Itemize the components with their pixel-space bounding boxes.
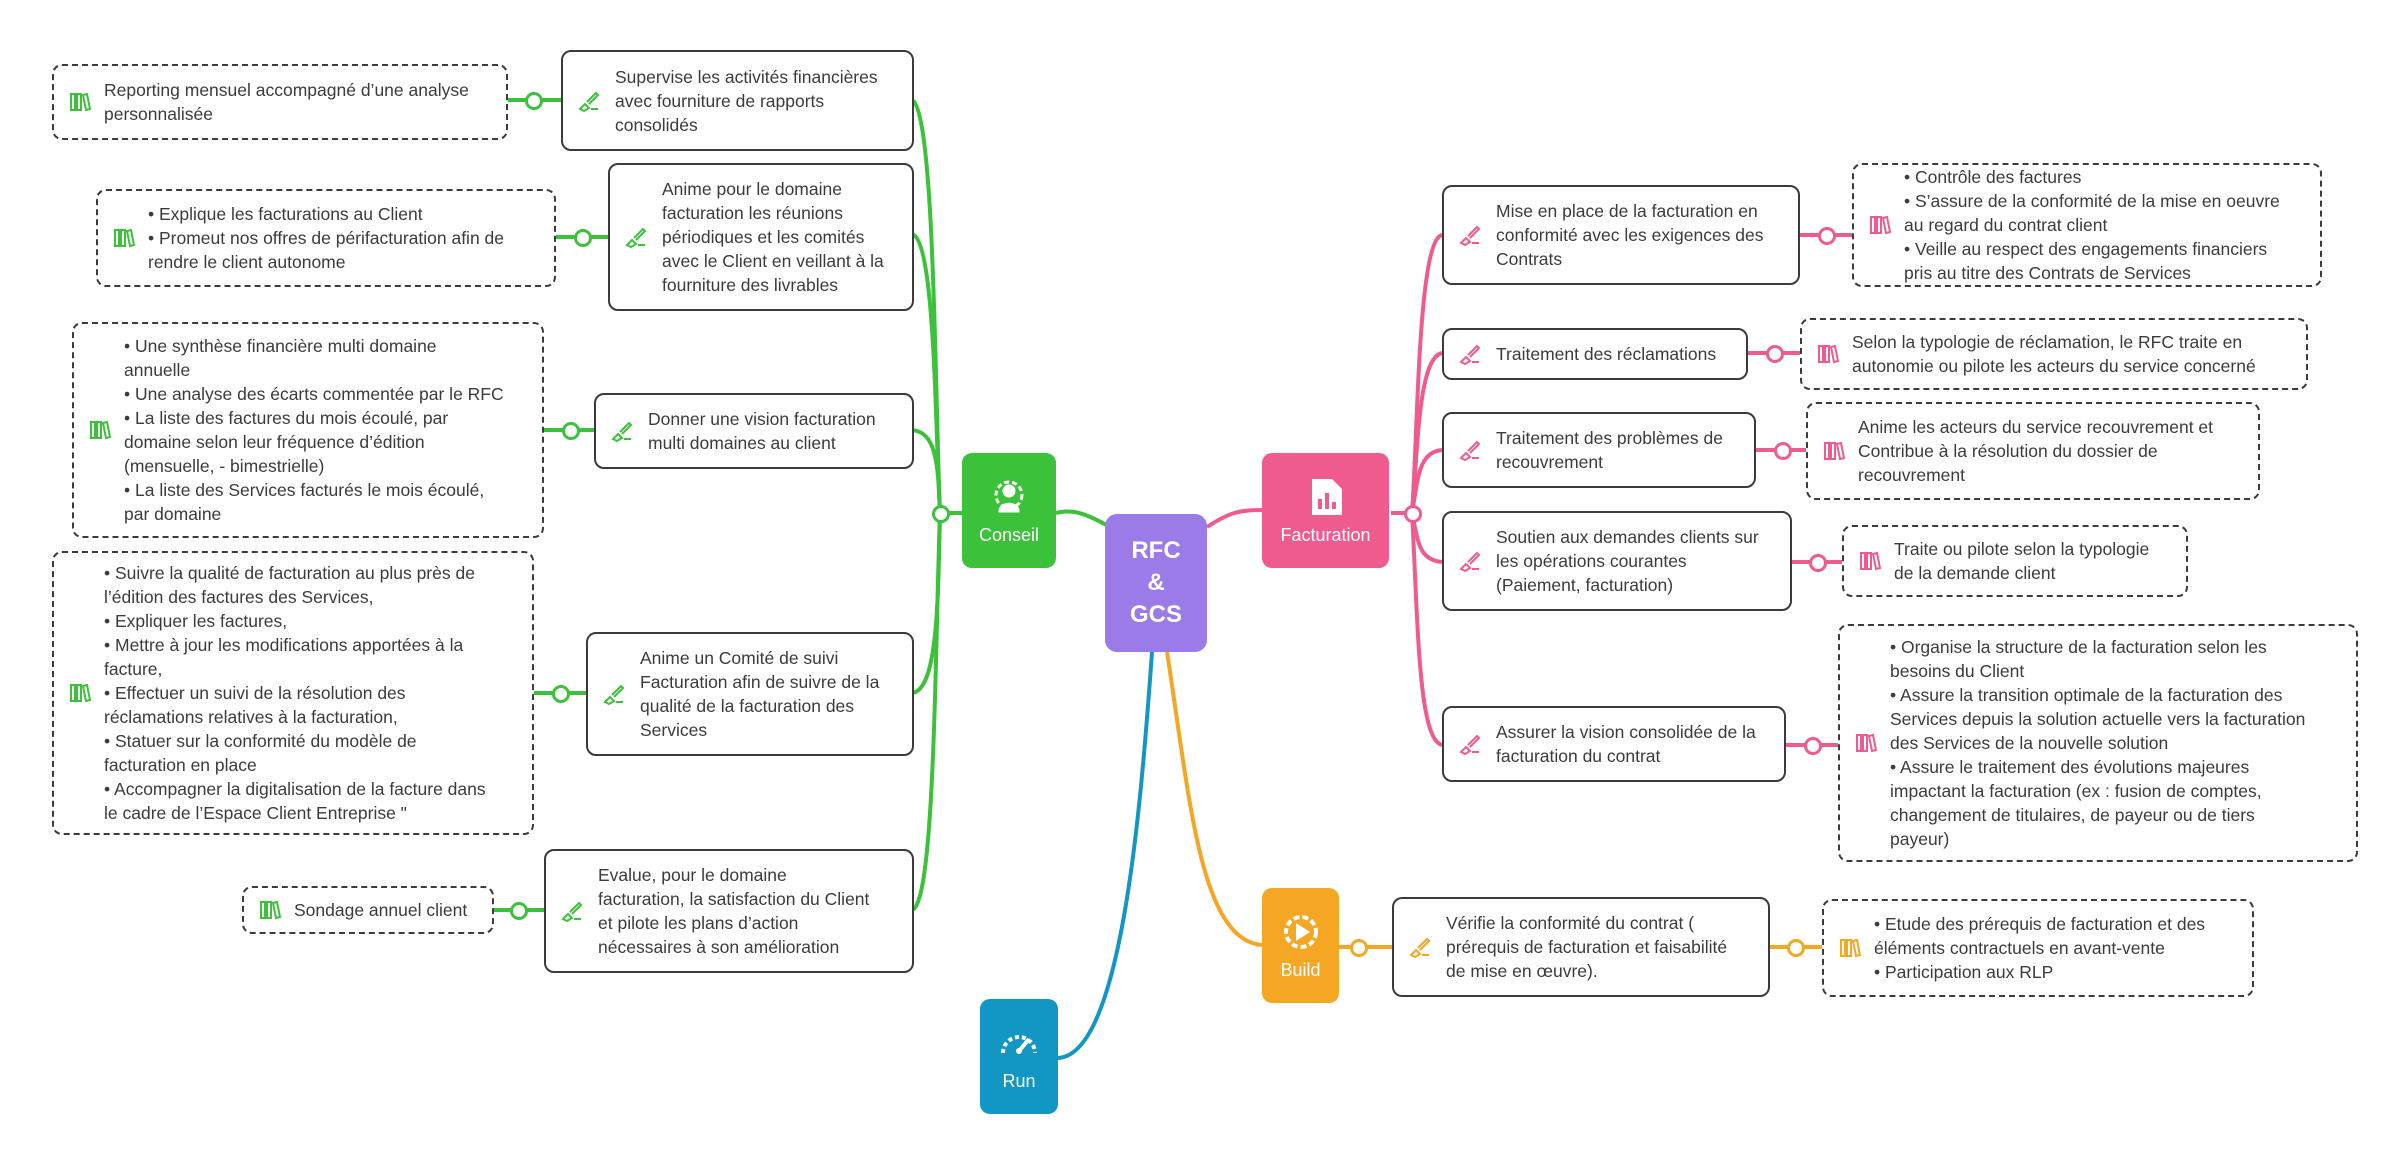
hand-pen-icon	[578, 91, 600, 112]
category-conseil-label: Conseil	[978, 525, 1040, 545]
central-topic-line2: &	[1147, 569, 1165, 596]
hand-pen-icon	[1459, 440, 1481, 462]
conseil-detail-3-text: • Une synthèse financière multi domaine …	[124, 336, 504, 524]
facturation-task-3-text: Traitement des problèmes de recouvrement	[1496, 428, 1723, 472]
category-facturation[interactable]: Facturation	[1262, 453, 1389, 568]
conseil-detail-3[interactable]: • Une synthèse financière multi domaine …	[72, 322, 544, 538]
conseil-detail-knob-1[interactable]	[525, 92, 543, 110]
conseil-task-3-text: Donner une vision facturation multi doma…	[648, 409, 876, 453]
central-topic-line1: RFC	[1131, 537, 1181, 564]
facturation-detail-knob-3[interactable]	[1774, 442, 1792, 460]
conseil-task-4[interactable]: Anime un Comité de suivi Facturation afi…	[586, 632, 914, 756]
conseil-detail-5[interactable]: Sondage annuel client	[242, 886, 494, 934]
hand-pen-icon	[1409, 937, 1431, 959]
category-facturation-label: Facturation	[1280, 525, 1371, 545]
build-detail-1-text: • Etude des prérequis de facturation et …	[1874, 914, 2206, 982]
facturation-detail-5[interactable]: • Organise la structure de la facturatio…	[1838, 624, 2358, 862]
facturation-detail-knob-5[interactable]	[1804, 737, 1822, 755]
conseil-detail-5-text: Sondage annuel client	[294, 900, 468, 920]
books-icon	[70, 92, 92, 112]
conseil-task-5[interactable]: Evalue, pour le domaine facturation, la …	[544, 849, 914, 973]
facturation-detail-knob-4[interactable]	[1809, 554, 1827, 572]
facturation-detail-2-text: Selon la typologie de réclamation, le RF…	[1852, 332, 2256, 376]
facturation-task-2-text: Traitement des réclamations	[1496, 344, 1717, 364]
category-conseil[interactable]: Conseil	[962, 453, 1056, 568]
conseil-detail-4[interactable]: • Suivre la qualité de facturation au pl…	[52, 551, 534, 835]
central-topic[interactable]: RFC & GCS	[1105, 514, 1207, 652]
books-icon	[1818, 344, 1840, 364]
hand-pen-icon	[1459, 551, 1481, 573]
books-icon	[1824, 441, 1846, 461]
conseil-detail-1-text: Reporting mensuel accompagné d’une analy…	[104, 80, 469, 124]
hand-pen-icon	[1459, 225, 1481, 247]
conseil-detail-2[interactable]: • Explique les facturations au Client • …	[96, 189, 556, 287]
conseil-detail-knob-5[interactable]	[510, 902, 528, 920]
books-icon	[1856, 733, 1878, 753]
conseil-hub-knob[interactable]	[932, 505, 950, 523]
books-icon	[90, 420, 112, 440]
conseil-task-5-text: Evalue, pour le domaine facturation, la …	[598, 865, 870, 957]
facturation-task-4-text: Soutien aux demandes clients sur les opé…	[1496, 527, 1759, 595]
category-run[interactable]: Run	[980, 999, 1058, 1114]
books-icon	[1840, 938, 1862, 958]
conseil-detail-1[interactable]: Reporting mensuel accompagné d’une analy…	[52, 64, 508, 140]
category-build[interactable]: Build	[1262, 888, 1339, 1003]
conseil-task-1-text: Supervise les activités financières avec…	[615, 66, 878, 135]
facturation-task-5[interactable]: Assurer la vision consolidée de la factu…	[1442, 706, 1786, 782]
user-gear-icon	[994, 480, 1024, 513]
conseil-detail-2-text: • Explique les facturations au Client • …	[148, 204, 505, 272]
hand-pen-icon	[1459, 734, 1481, 756]
conseil-task-2[interactable]: Anime pour le domaine facturation les ré…	[608, 163, 914, 311]
conseil-detail-4-text: • Suivre la qualité de facturation au pl…	[104, 563, 486, 823]
conseil-task-3[interactable]: Donner une vision facturation multi doma…	[594, 393, 914, 469]
facturation-hub-knob[interactable]	[1404, 505, 1422, 523]
hand-pen-icon	[625, 227, 647, 249]
central-topic-line3: GCS	[1129, 601, 1182, 628]
facturation-detail-5-text: • Organise la structure de la facturatio…	[1890, 637, 2306, 849]
build-detail-1[interactable]: • Etude des prérequis de facturation et …	[1822, 899, 2254, 997]
facturation-detail-2[interactable]: Selon la typologie de réclamation, le RF…	[1800, 318, 2308, 390]
hand-pen-icon	[611, 421, 633, 443]
category-run-label: Run	[1002, 1071, 1036, 1091]
hand-pen-icon	[603, 684, 625, 706]
facturation-detail-3[interactable]: Anime les acteurs du service recouvremen…	[1806, 402, 2260, 500]
conseil-task-1[interactable]: Supervise les activités financières avec…	[561, 50, 914, 151]
conseil-task-4-text: Anime un Comité de suivi Facturation afi…	[640, 648, 880, 740]
facturation-detail-4-text: Traite ou pilote selon la typologie de l…	[1894, 539, 2150, 583]
facturation-detail-knob-1[interactable]	[1818, 227, 1836, 245]
category-build-label: Build	[1280, 960, 1321, 980]
facturation-task-2[interactable]: Traitement des réclamations	[1442, 328, 1748, 380]
hand-pen-icon	[561, 901, 583, 923]
report-chart-icon	[1311, 479, 1342, 515]
books-icon	[260, 900, 282, 920]
facturation-task-1-text: Mise en place de la facturation en confo…	[1496, 201, 1764, 269]
hand-pen-icon	[1459, 344, 1481, 366]
build-hub-knob[interactable]	[1350, 939, 1368, 957]
facturation-task-4[interactable]: Soutien aux demandes clients sur les opé…	[1442, 511, 1792, 611]
build-detail-knob[interactable]	[1787, 939, 1805, 957]
facturation-detail-3-text: Anime les acteurs du service recouvremen…	[1858, 417, 2214, 485]
facturation-detail-knob-2[interactable]	[1766, 345, 1784, 363]
books-icon	[114, 228, 136, 248]
conseil-task-2-text: Anime pour le domaine facturation les ré…	[662, 179, 884, 295]
gear-play-icon	[1283, 915, 1318, 949]
books-icon	[1860, 551, 1882, 571]
speedometer-icon	[1001, 1035, 1037, 1054]
facturation-detail-1-text: • Contrôle des factures • S’assure de la…	[1904, 167, 2280, 283]
facturation-detail-4[interactable]: Traite ou pilote selon la typologie de l…	[1842, 525, 2188, 597]
build-task-1-text: Vérifie la conformité du contrat ( prére…	[1446, 913, 1728, 981]
facturation-detail-1[interactable]: • Contrôle des factures • S’assure de la…	[1852, 163, 2322, 287]
facturation-task-3[interactable]: Traitement des problèmes de recouvrement	[1442, 412, 1756, 488]
facturation-task-1[interactable]: Mise en place de la facturation en confo…	[1442, 185, 1800, 285]
books-icon	[70, 683, 92, 703]
conseil-detail-knob-3[interactable]	[562, 422, 580, 440]
books-icon	[1870, 215, 1892, 235]
conseil-detail-knob-2[interactable]	[574, 229, 592, 247]
conseil-detail-knob-4[interactable]	[552, 685, 570, 703]
facturation-task-5-text: Assurer la vision consolidée de la factu…	[1496, 722, 1756, 766]
build-task-1[interactable]: Vérifie la conformité du contrat ( prére…	[1392, 897, 1770, 997]
